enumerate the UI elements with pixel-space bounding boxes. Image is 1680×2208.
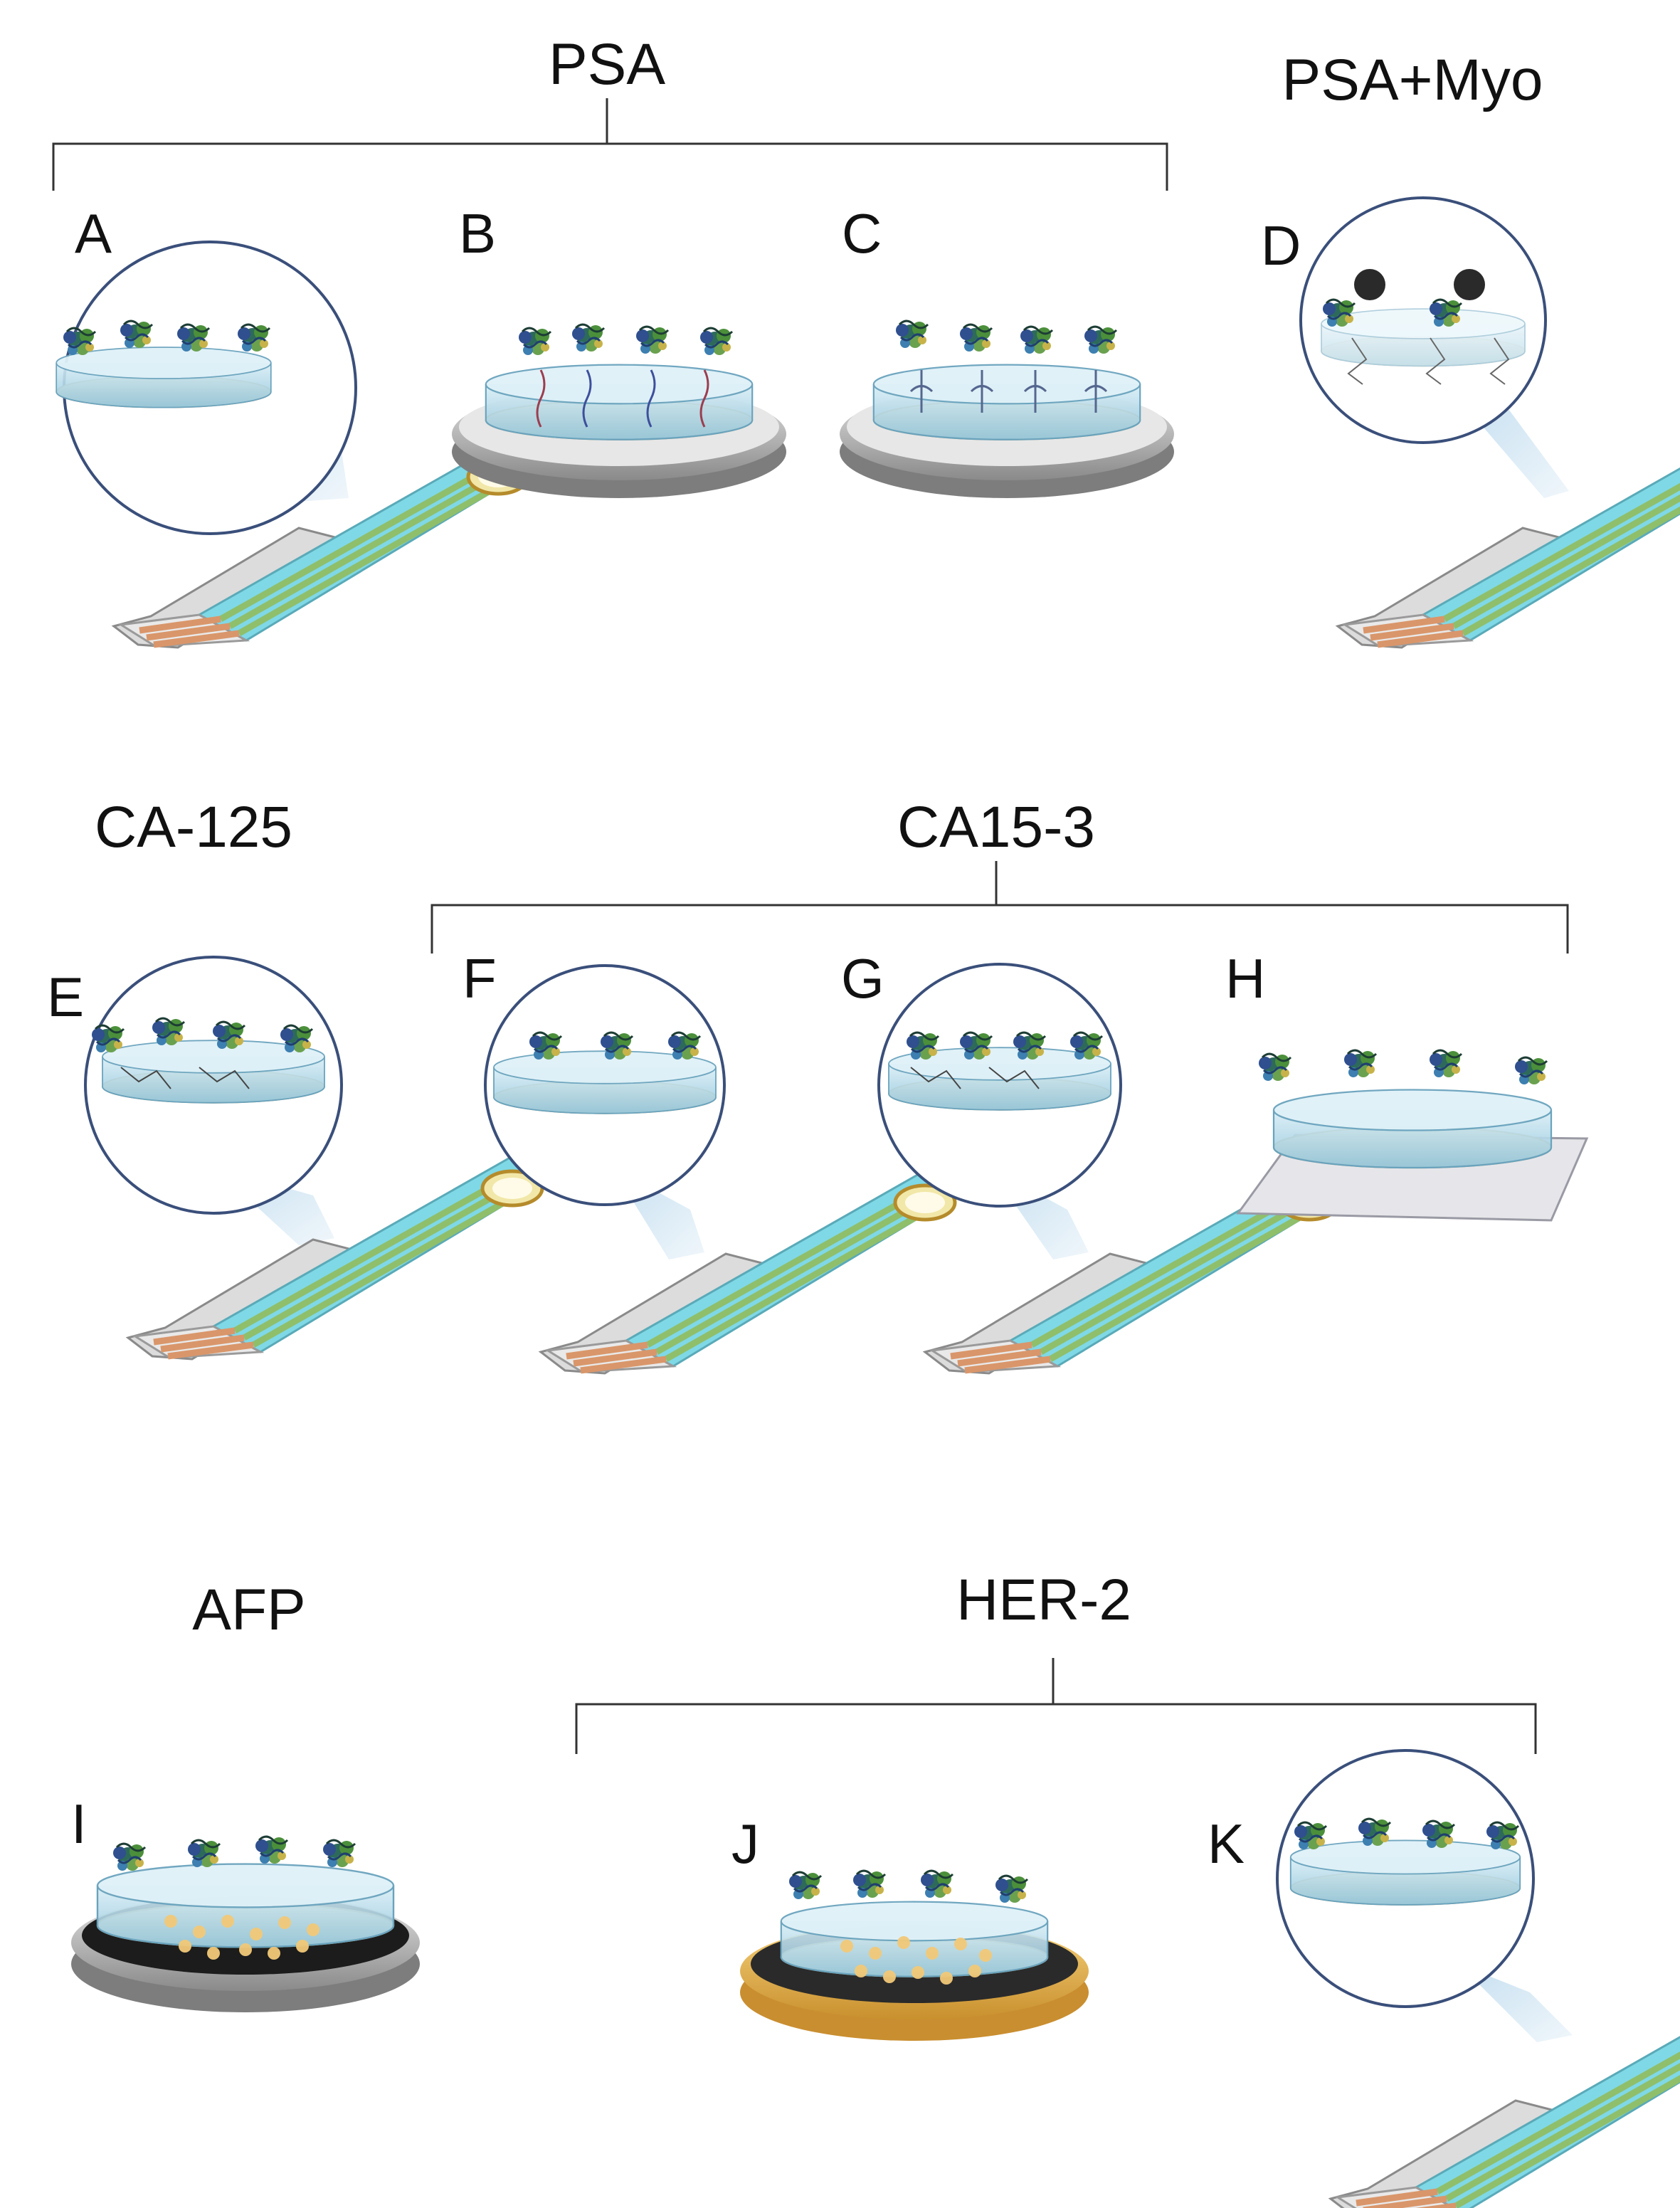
panel-d-illustration: [1299, 196, 1680, 648]
panel-a-illustration: [56, 241, 541, 648]
panel-label-c: C: [842, 202, 882, 265]
group-title-ca153: CA15-3: [897, 795, 1095, 860]
panel-g-illustration: [877, 963, 1352, 1373]
bracket-psa: [52, 98, 1168, 191]
panel-label-h: H: [1225, 947, 1265, 1010]
panel-label-j: J: [731, 1812, 759, 1875]
group-title-her2: HER-2: [956, 1568, 1131, 1632]
group-title-ca125: CA-125: [95, 795, 292, 860]
group-title-psa: PSA: [549, 32, 665, 97]
panel-f-illustration: [484, 964, 968, 1373]
panel-label-e: E: [47, 966, 84, 1028]
bracket-her2: [575, 1658, 1537, 1754]
panel-b-illustration: [452, 323, 786, 498]
panel-label-k: K: [1208, 1812, 1245, 1875]
panel-c-illustration: [840, 319, 1174, 498]
panel-e-illustration: [84, 956, 555, 1359]
panel-label-b: B: [459, 202, 496, 265]
panel-label-g: G: [841, 947, 884, 1010]
group-title-psa-myo: PSA+Myo: [1282, 48, 1543, 112]
bracket-ca153: [430, 861, 1569, 954]
panel-label-f: F: [463, 947, 497, 1010]
panel-i-illustration: [71, 1835, 420, 2012]
group-title-afp: AFP: [192, 1578, 305, 1642]
panel-label-d: D: [1261, 214, 1301, 277]
panel-label-i: I: [71, 1792, 87, 1855]
panel-k-illustration: [1276, 1749, 1680, 2208]
panel-h-illustration: [1236, 1049, 1589, 1222]
panel-label-a: A: [75, 202, 112, 265]
panel-j-illustration: [740, 1869, 1089, 2041]
